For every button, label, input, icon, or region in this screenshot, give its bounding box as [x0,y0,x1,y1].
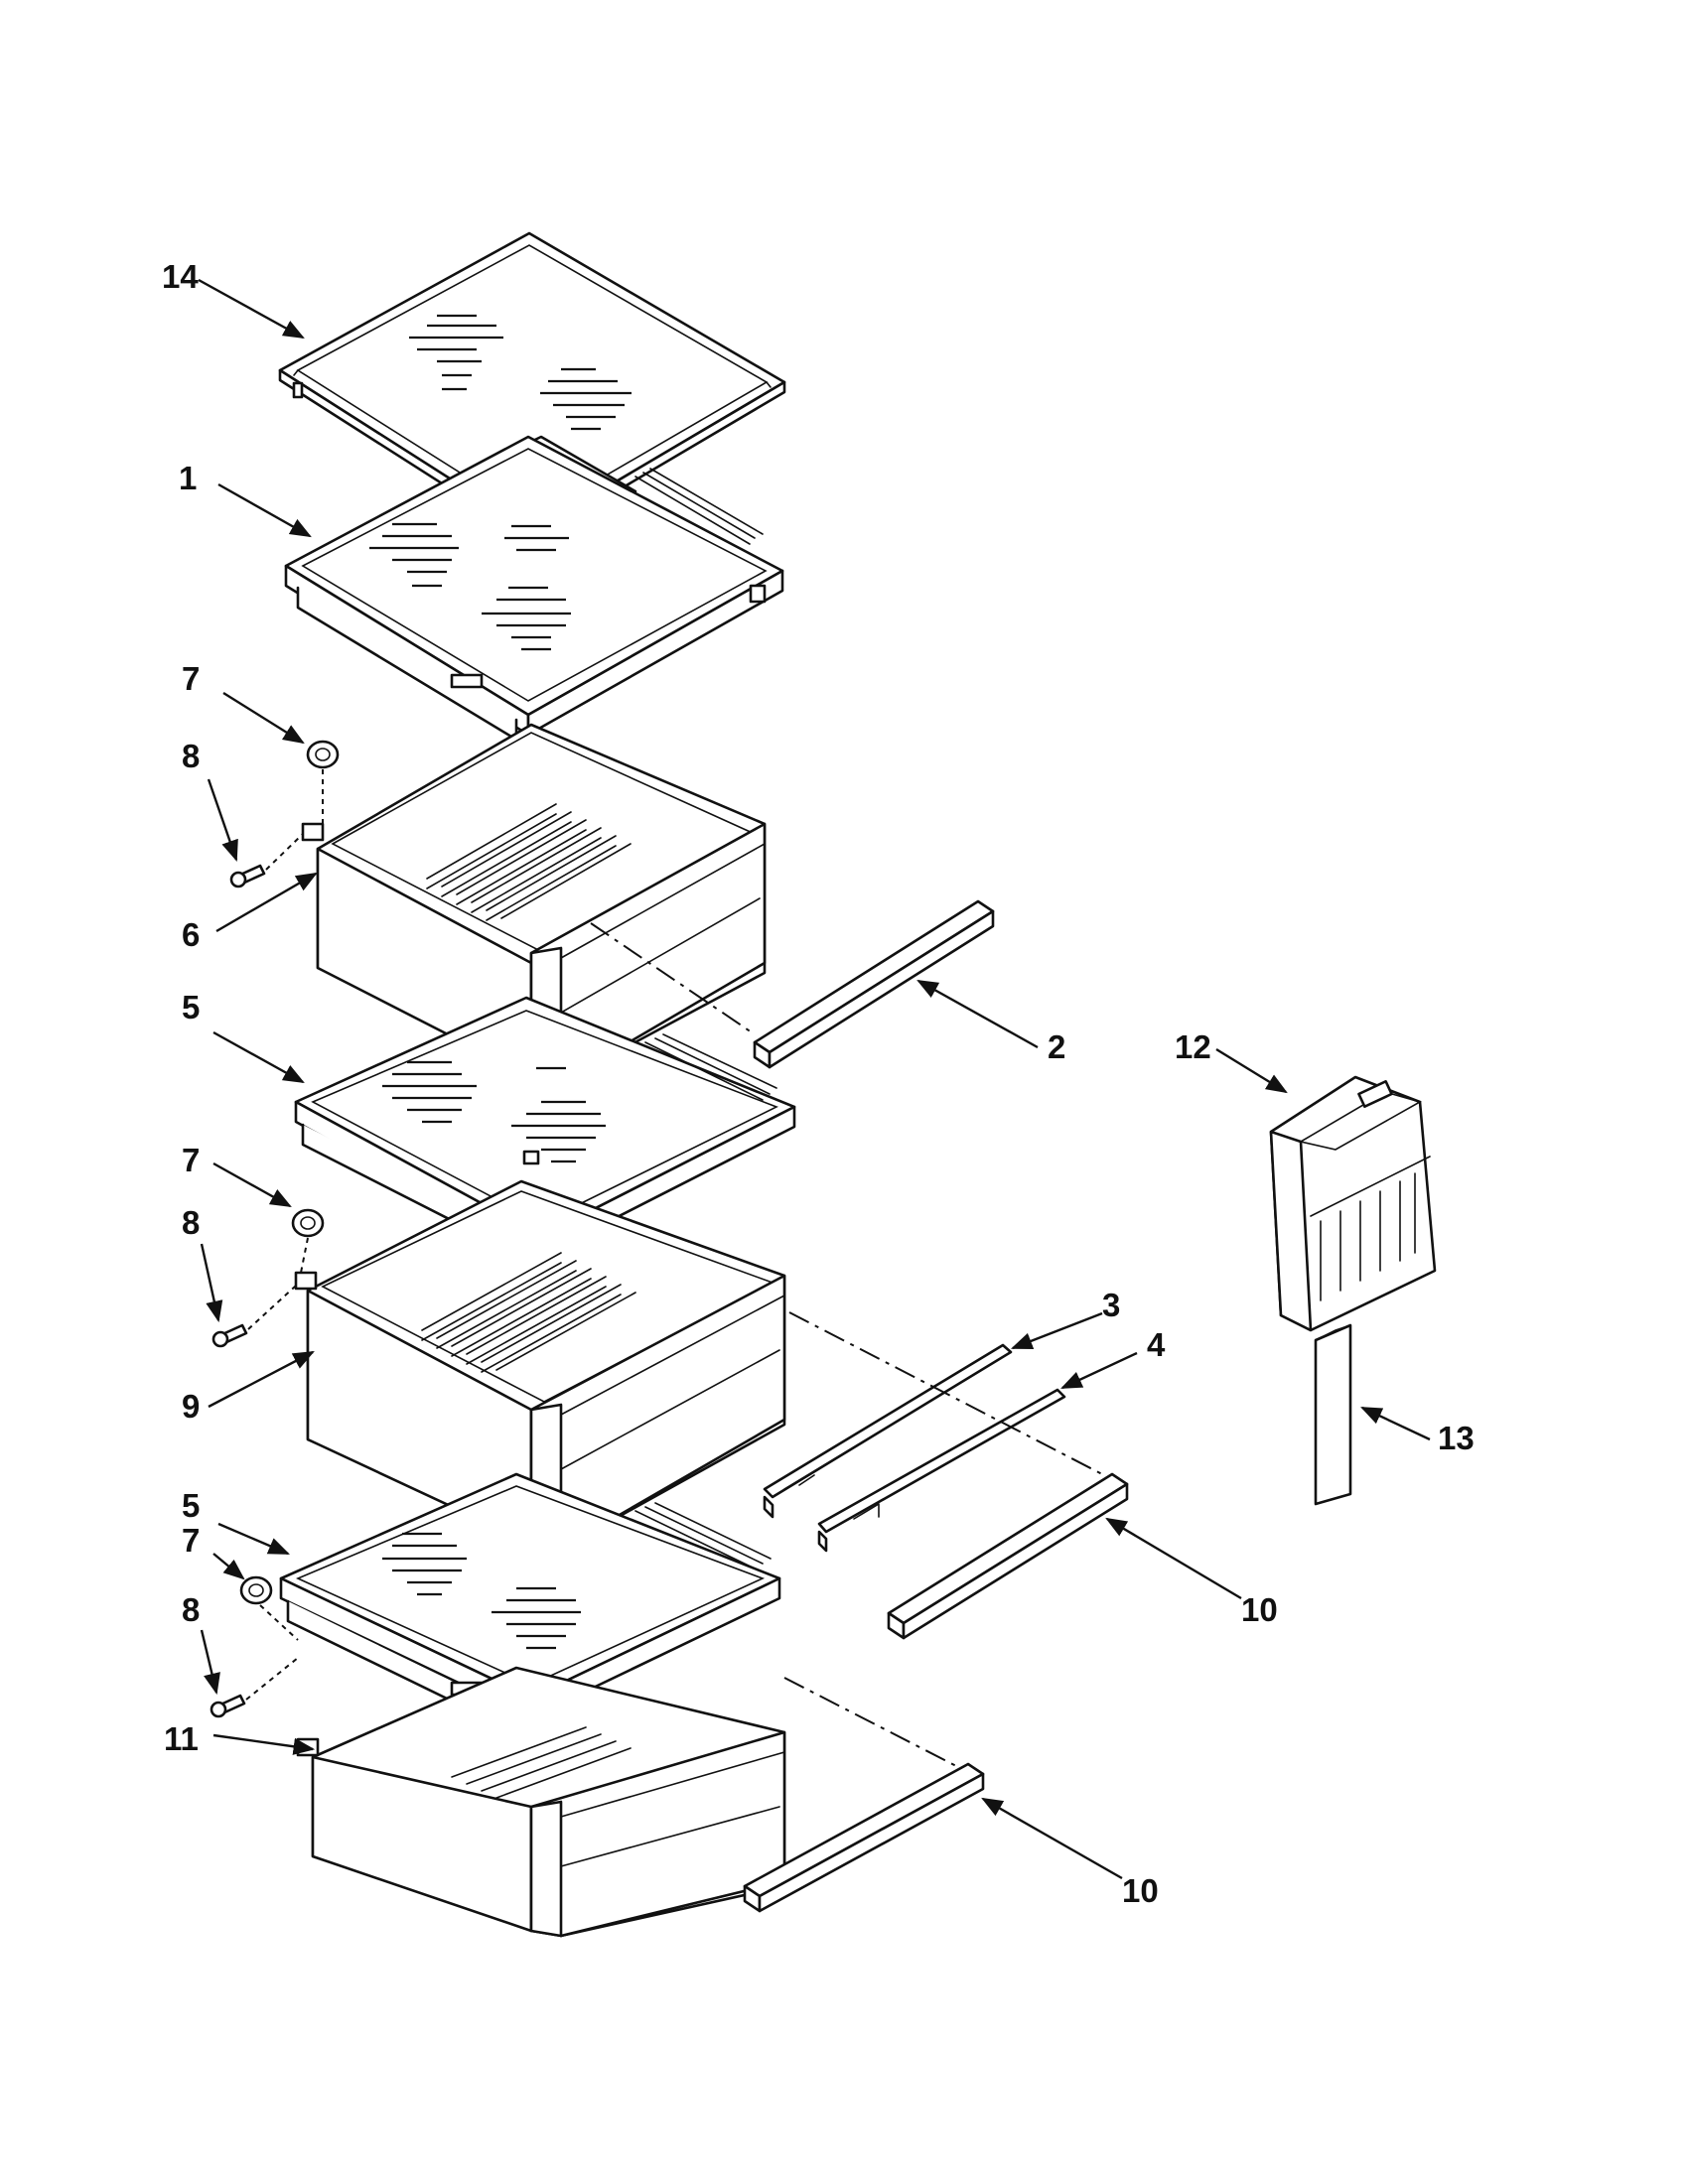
callout-7: 7 [182,1142,201,1178]
callout-4: 4 [1147,1326,1166,1363]
part-11-lower-drawer [296,1666,786,1938]
part-7-roller-b [291,1208,325,1238]
part-13-block [1314,1323,1352,1506]
callout-2: 2 [1048,1028,1066,1065]
part-7-roller-a [306,740,340,769]
callout-8: 8 [182,1204,201,1241]
callout-5: 5 [182,1487,201,1524]
callout-5: 5 [182,989,201,1025]
part-2-trim [753,899,995,1069]
callout-3: 3 [1102,1287,1121,1323]
leader-lines [198,278,1431,1880]
callout-10: 10 [1122,1872,1159,1909]
callout-14: 14 [162,258,199,295]
part-8-screw-c [210,1694,246,1718]
callout-8: 8 [182,738,201,774]
part-8-screw-a [229,864,266,888]
part-1-shelf [284,435,784,742]
callout-13: 13 [1438,1420,1475,1456]
callout-8: 8 [182,1591,201,1628]
callout-1: 1 [179,460,198,496]
callout-7: 7 [182,660,201,697]
part-10a-trim [887,1472,1129,1640]
callout-10: 10 [1241,1591,1278,1628]
part-3-slide [763,1343,1013,1519]
callout-11: 11 [164,1720,199,1757]
callout-12: 12 [1175,1028,1211,1065]
callout-9: 9 [182,1388,201,1425]
part-7-roller-c [239,1575,273,1605]
part-10b-trim [743,1762,985,1913]
part-4-slide [817,1388,1066,1553]
part-8-screw-b [211,1323,248,1348]
callout-6: 6 [182,916,201,953]
callout-7: 7 [182,1522,201,1559]
part-12-cover [1269,1075,1437,1332]
